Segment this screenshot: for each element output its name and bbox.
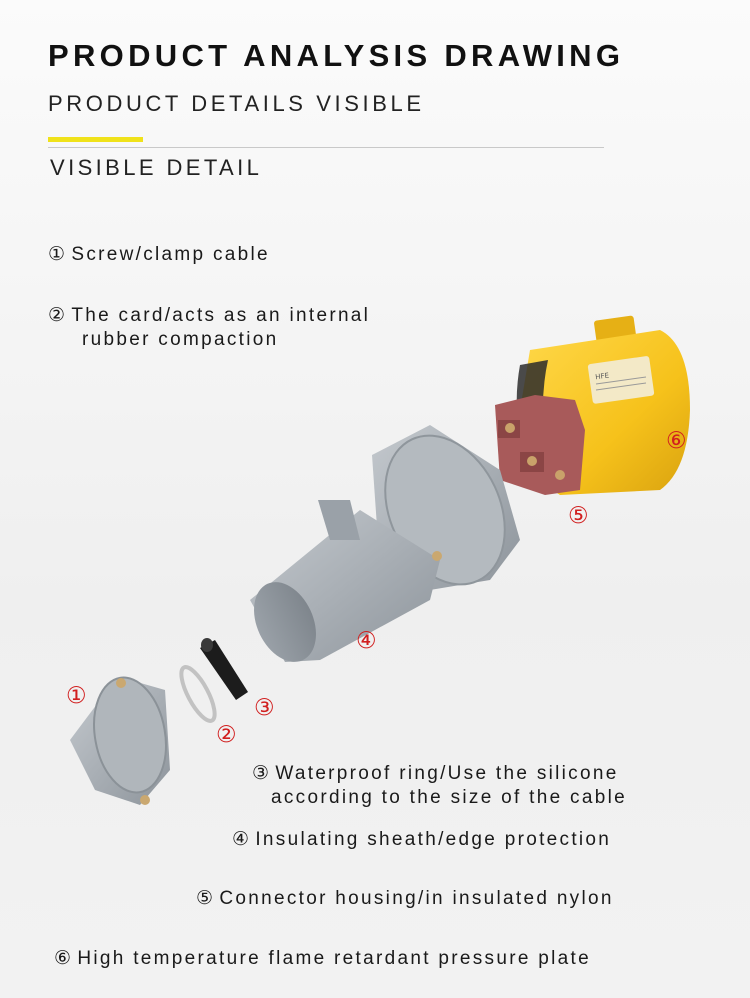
callout-2: ②	[216, 722, 237, 748]
screw-cap	[70, 676, 170, 805]
note-2-number: ②	[48, 305, 68, 326]
svg-text:HFE: HFE	[595, 372, 610, 382]
note-3-text-line2: according to the size of the cable	[271, 787, 627, 808]
section-label: VISIBLE DETAIL	[50, 155, 263, 180]
grey-sheath	[250, 425, 520, 662]
divider	[48, 147, 604, 148]
note-3-text-line1: Waterproof ring/Use the silicone	[275, 763, 619, 784]
note-1-text: Screw/clamp cable	[71, 244, 270, 265]
note-2-text-line1: The card/acts as an internal	[71, 305, 371, 326]
note-4-number: ④	[232, 829, 252, 850]
note-6-number: ⑥	[54, 948, 74, 969]
accent-bar	[48, 137, 143, 142]
clamp-ring	[179, 665, 217, 723]
callout-3: ③	[254, 695, 275, 721]
callout-6: ⑥	[666, 428, 687, 454]
note-6-text: High temperature flame retardant pressur…	[77, 948, 591, 969]
note-3-number: ③	[252, 763, 272, 784]
callout-1: ①	[66, 683, 87, 709]
note-5-number: ⑤	[196, 888, 216, 909]
note-2-text-line2: rubber compaction	[82, 329, 279, 350]
page-title: PRODUCT ANALYSIS DRAWING	[48, 38, 625, 73]
callout-4: ④	[356, 628, 377, 654]
note-4-text: Insulating sheath/edge protection	[255, 829, 612, 850]
note-5-text: Connector housing/in insulated nylon	[219, 888, 614, 909]
silicone-ring	[200, 638, 248, 700]
callout-5: ⑤	[568, 503, 589, 529]
page-subtitle: PRODUCT DETAILS VISIBLE	[48, 91, 425, 116]
connector-insert	[495, 395, 585, 495]
note-1-number: ①	[48, 244, 68, 265]
